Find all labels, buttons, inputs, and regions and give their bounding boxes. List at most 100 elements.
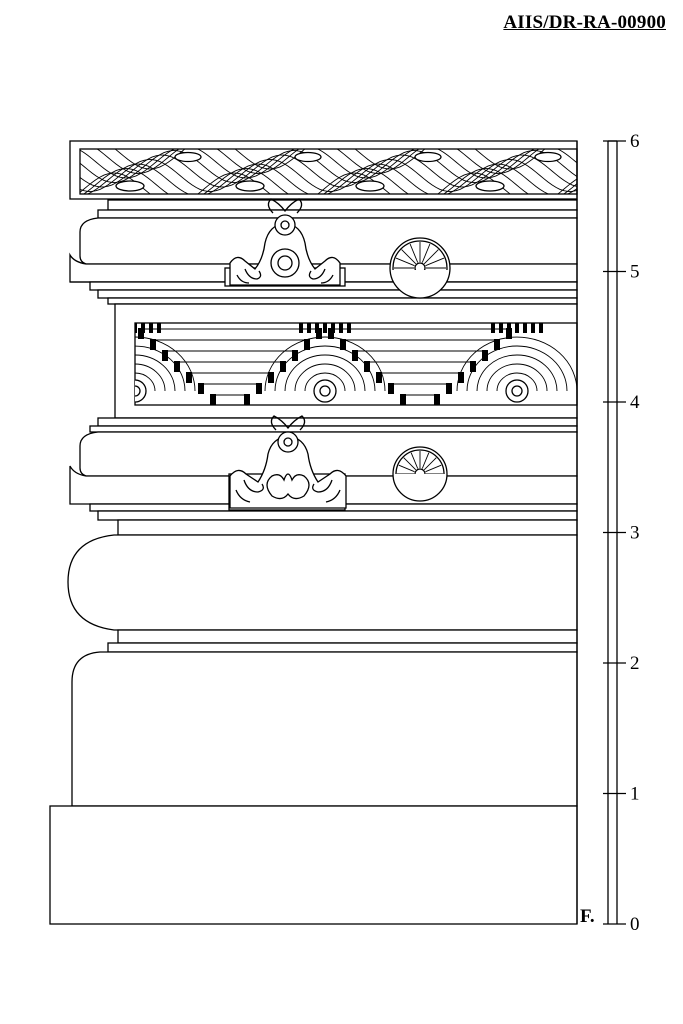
rosette-petal — [423, 457, 437, 471]
fan-tip — [347, 323, 351, 333]
fan-arc — [456, 336, 577, 392]
plinth-upper — [71, 651, 578, 807]
cloud-motif — [655, 153, 681, 162]
step-block — [150, 339, 156, 350]
reference-code: AIIS/DR-RA-00900 — [503, 12, 666, 33]
wave-line — [96, 149, 577, 174]
plinth-base — [49, 805, 578, 925]
lower-rosette-ornament — [392, 446, 448, 502]
fan-tip — [515, 323, 519, 333]
step-block — [268, 372, 274, 383]
fan-tip — [109, 323, 113, 333]
rosette-petal — [423, 249, 439, 265]
fan-arc — [294, 363, 356, 392]
fan-arc — [486, 363, 548, 392]
fan-arc — [135, 345, 186, 392]
upper-anthemion-ornament — [229, 198, 341, 286]
fan-tip — [491, 323, 495, 333]
step-block — [482, 350, 488, 361]
step-block — [256, 383, 262, 394]
wave-line — [114, 149, 546, 170]
upper-cornice — [69, 217, 578, 305]
fan-arc — [264, 336, 386, 392]
step-block — [316, 328, 322, 339]
cloud-motif — [596, 181, 624, 191]
rosette-petal — [403, 457, 417, 471]
rosette-petal — [421, 243, 431, 263]
cloud-motif — [475, 180, 505, 192]
fan-tip — [135, 323, 137, 333]
rosette-petal — [410, 452, 419, 469]
scale-label: 1 — [630, 784, 640, 805]
cloud-motif — [174, 151, 202, 163]
fan-tip — [539, 323, 543, 333]
fan-arc — [274, 345, 376, 392]
fan-arc — [135, 336, 196, 392]
step-block — [376, 372, 382, 383]
rosette-petal — [425, 464, 442, 473]
middle-fillets — [89, 417, 578, 433]
cloud-motif — [414, 151, 442, 163]
step-block — [186, 372, 192, 383]
fan-tip — [141, 323, 145, 333]
fan-tip — [157, 323, 161, 333]
cloud-motif — [115, 180, 145, 192]
fan-tip — [307, 323, 311, 333]
fan-arc — [135, 372, 156, 392]
cloud-motif — [294, 151, 322, 163]
stepped-fan-frieze — [109, 303, 578, 419]
fan-tip — [331, 323, 335, 333]
wave-line — [86, 163, 577, 194]
wave-line — [82, 168, 577, 194]
cloud-motif — [534, 151, 562, 163]
step-block — [506, 328, 512, 339]
fan-arc — [135, 354, 176, 392]
fan-arc — [135, 363, 166, 392]
fan-spiral — [505, 379, 529, 403]
fan-arc — [304, 372, 346, 392]
scale-label: 3 — [630, 523, 640, 544]
torus-molding — [67, 519, 578, 653]
step-block — [494, 339, 500, 350]
fan-spiral — [313, 379, 337, 403]
scale-label: 6 — [630, 131, 640, 152]
cloud-motif — [355, 180, 385, 192]
wave-line — [80, 159, 577, 192]
step-block — [388, 383, 394, 394]
step-block — [292, 350, 298, 361]
fan-tip — [507, 323, 511, 333]
scale-label: 5 — [630, 262, 640, 283]
step-block — [470, 361, 476, 372]
fan-arc — [496, 372, 538, 392]
scale-label: 2 — [630, 653, 640, 674]
rosette-petal — [409, 243, 419, 263]
fan-arc — [476, 354, 558, 392]
fan-tip — [523, 323, 527, 333]
fan-tip — [299, 323, 303, 333]
fan-tip — [499, 323, 503, 333]
rosette-petal — [401, 249, 417, 265]
fan-arc — [466, 345, 568, 392]
step-block — [352, 350, 358, 361]
fan-tip — [339, 323, 343, 333]
step-block — [400, 394, 406, 405]
fan-tip — [315, 323, 319, 333]
lower-anthemion-ornament — [229, 415, 347, 509]
wave-line — [80, 172, 577, 194]
step-block — [434, 394, 440, 405]
figure-label: F. — [580, 906, 595, 927]
step-block — [244, 394, 250, 405]
fan-tip — [149, 323, 153, 333]
step-block — [458, 372, 464, 383]
step-block — [340, 339, 346, 350]
wave-line — [80, 150, 577, 183]
rosette-petal — [398, 464, 415, 473]
rosette-petal — [421, 452, 430, 469]
wave-frieze — [69, 140, 681, 200]
upper-rosette-ornament — [389, 237, 451, 299]
scale-label: 4 — [630, 392, 640, 413]
rosette-petal — [425, 257, 445, 267]
scale-label: 0 — [630, 914, 640, 935]
step-block — [446, 383, 452, 394]
